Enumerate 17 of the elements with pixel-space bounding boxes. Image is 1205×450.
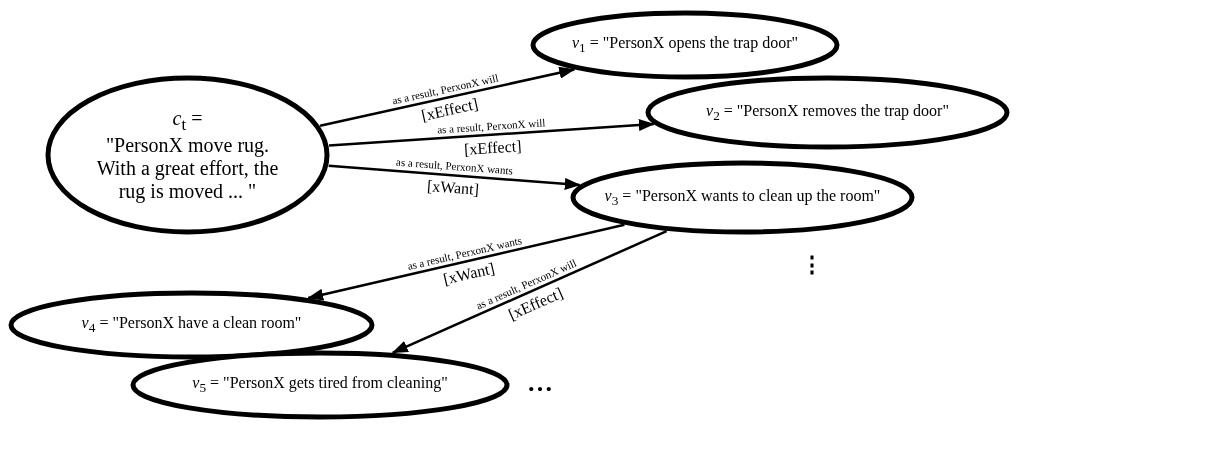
- continuation-mark: ⋮: [801, 254, 823, 276]
- arrow: [319, 66, 576, 127]
- arrow: [391, 230, 668, 354]
- arrow: [307, 223, 625, 301]
- node-text: v$_{1}$ = "PersonX opens the trap door": [571, 34, 799, 56]
- node-text: v$_{4}$ = "PersonX have a clean room": [81, 314, 302, 336]
- edge-label: as a result, PerxonX wants: [396, 156, 514, 177]
- node-text: v$_{3}$ = "PersonX wants to clean up the room": [604, 186, 881, 209]
- node-text: "PersonX move rug. With a great effort, the rug is moved ... ": [95, 134, 280, 204]
- node-text: c$_{t}$ =: [172, 106, 203, 135]
- relation-label: [xEffect]: [463, 136, 522, 159]
- arrow: [328, 164, 581, 190]
- node-text: v$_{5}$ = "PersonX gets tired from cleaning": [192, 374, 448, 396]
- continuation-mark: …: [527, 370, 553, 396]
- relation-label: [xWant]: [426, 177, 480, 200]
- node-text: v$_{2}$ = "PersonX removes the trap door": [706, 101, 949, 124]
- arrow: [328, 119, 655, 147]
